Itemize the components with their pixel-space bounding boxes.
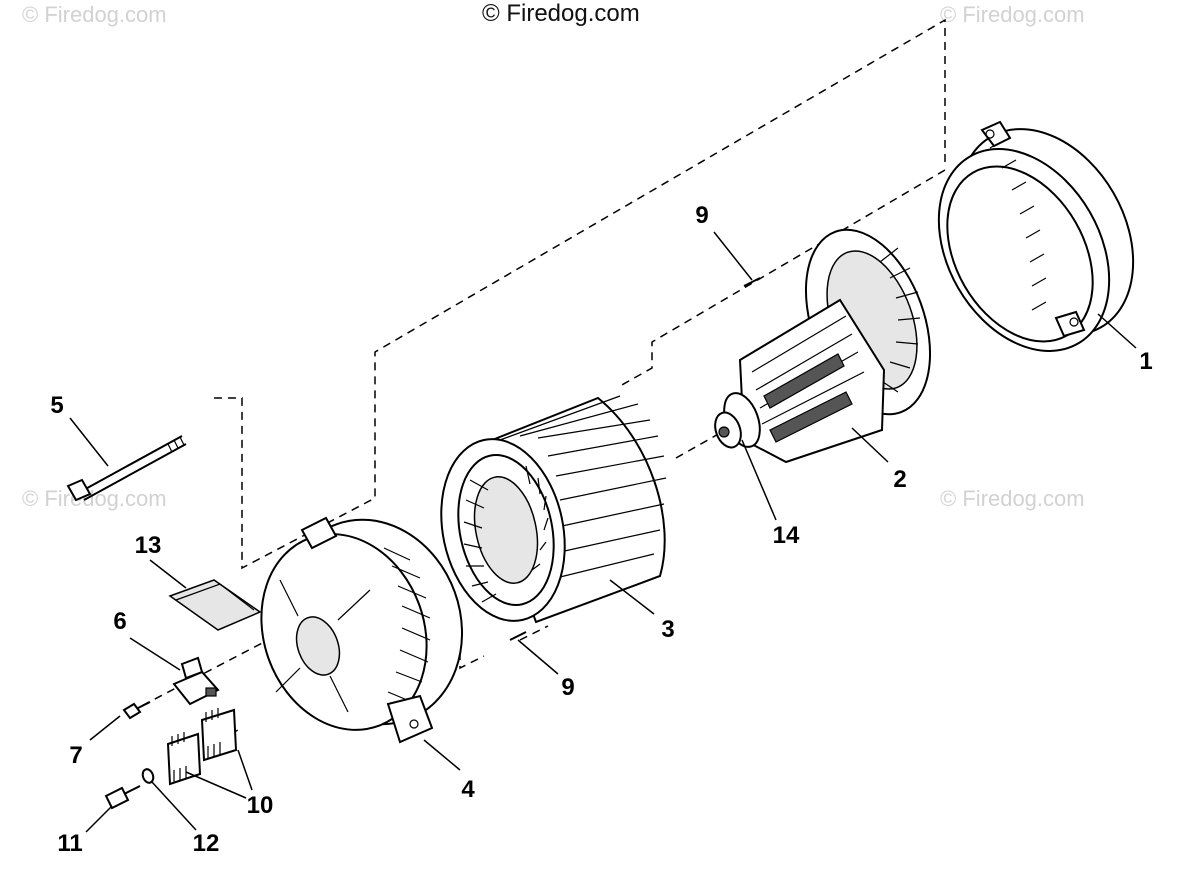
watermark-main: © Firedog.com (482, 0, 640, 27)
watermark-top-left: © Firedog.com (22, 2, 167, 27)
front-end-bell (260, 516, 464, 744)
watermark-mid-right: © Firedog.com (940, 486, 1085, 511)
callout-9-bottom: 9 (561, 674, 575, 701)
callout-7: 7 (69, 742, 83, 769)
small-screw (122, 701, 151, 720)
leader-lines (69, 231, 1137, 833)
callout-10: 10 (246, 792, 274, 819)
watermark-top-right: © Firedog.com (940, 2, 1085, 27)
callout-6: 6 (113, 608, 127, 635)
stator (440, 395, 667, 624)
brush-holder (172, 656, 220, 706)
callout-4: 4 (461, 776, 475, 803)
dowel-pins (509, 277, 761, 641)
callout-1: 1 (1139, 348, 1153, 375)
pad (168, 579, 262, 631)
callout-2: 2 (893, 466, 907, 493)
brackets (166, 708, 238, 786)
callout-13: 13 (134, 532, 162, 559)
watermark-mid-left: © Firedog.com (22, 486, 167, 511)
end-bell-ring (937, 120, 1135, 352)
callout-11: 11 (57, 830, 83, 857)
callout-14: 14 (772, 522, 800, 549)
callout-5: 5 (50, 392, 64, 419)
callout-3: 3 (661, 616, 675, 643)
through-bolt (66, 435, 187, 502)
rotor (714, 228, 932, 464)
screw-and-washer (104, 768, 155, 810)
callout-12: 12 (192, 830, 220, 857)
callout-9-top: 9 (695, 202, 709, 229)
